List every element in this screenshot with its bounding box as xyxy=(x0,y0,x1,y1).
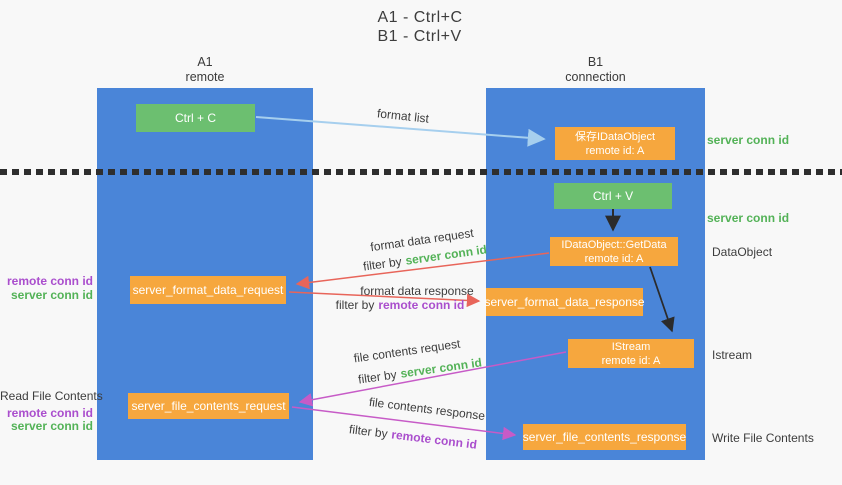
server-format-data-response-box: server_format_data_response xyxy=(484,288,645,316)
lifeline-a1-name: A1 xyxy=(197,55,213,69)
filter-by-text-2: filter by xyxy=(335,298,375,312)
save-idataobject-remote-id: remote id: A xyxy=(585,144,645,157)
ctrl-v-box: Ctrl + V xyxy=(554,183,672,209)
title-line-b1: B1 - Ctrl+V xyxy=(377,28,462,45)
write-file-contents-annotation: Write File Contents xyxy=(712,431,814,445)
read-file-contents-annotation: Read File Contents xyxy=(0,389,103,403)
format-list-arrow xyxy=(255,116,546,147)
istream-annotation: Istream xyxy=(712,348,753,362)
server-file-contents-response-box: server_file_contents_response xyxy=(523,424,686,450)
save-idataobject-box: 保存IDataObject remote id: A xyxy=(555,127,675,160)
istream-box: IStream remote id: A xyxy=(568,339,694,368)
dataobject-annotation: DataObject xyxy=(712,245,773,259)
server-file-contents-response-label: server_file_contents_response xyxy=(522,430,687,444)
server-conn-id-annotation-left: server conn id xyxy=(10,288,93,302)
lifeline-a1-role: remote xyxy=(185,70,225,84)
server-conn-id-annotation-mid: server conn id xyxy=(707,211,790,225)
lifeline-b1-name: B1 xyxy=(587,55,604,69)
format-data-request-arrow xyxy=(295,252,550,290)
format-data-response-arrow xyxy=(288,291,481,308)
server-format-data-response-label: server_format_data_response xyxy=(484,295,645,309)
format-data-response-label: format data response xyxy=(360,284,474,298)
remote-conn-id-text-1: remote conn id xyxy=(378,298,465,312)
server-file-contents-request-label: server_file_contents_request xyxy=(131,399,286,413)
lifeline-header-a1: A1 remote xyxy=(97,55,313,85)
ctrl-v-label: Ctrl + V xyxy=(592,189,634,203)
getdata-remote-id: remote id: A xyxy=(584,252,644,265)
server-format-data-request-label: server_format_data_request xyxy=(132,283,284,297)
title-line-a1: A1 - Ctrl+C xyxy=(377,9,463,26)
ctrl-c-label: Ctrl + C xyxy=(174,111,216,125)
lifeline-header-b1: B1 connection xyxy=(486,55,705,85)
server-file-contents-request-box: server_file_contents_request xyxy=(128,393,289,419)
lifeline-b1-role: connection xyxy=(565,70,626,84)
file-contents-response-arrow xyxy=(291,406,517,441)
getdata-box: IDataObject::GetData remote id: A xyxy=(550,237,678,266)
ctrl-c-box: Ctrl + C xyxy=(136,104,255,132)
getdata-to-istream-arrow xyxy=(649,266,675,333)
remote-conn-id-annotation-read: remote conn id xyxy=(6,406,93,420)
server-format-data-request-box: server_format_data_request xyxy=(130,276,286,304)
diagram-title: A1 - Ctrl+C B1 - Ctrl+V xyxy=(377,8,462,46)
save-idataobject-title: 保存IDataObject xyxy=(574,130,656,143)
phase-separator-dotted-line xyxy=(0,169,842,175)
remote-conn-id-annotation-left: remote conn id xyxy=(6,274,93,288)
server-conn-id-annotation-top: server conn id xyxy=(707,133,790,147)
file-contents-request-arrow xyxy=(298,351,567,407)
istream-remote-id: remote id: A xyxy=(601,354,661,367)
getdata-title: IDataObject::GetData xyxy=(561,238,667,251)
istream-title: IStream xyxy=(611,340,651,353)
server-conn-id-annotation-read: server conn id xyxy=(10,419,93,433)
